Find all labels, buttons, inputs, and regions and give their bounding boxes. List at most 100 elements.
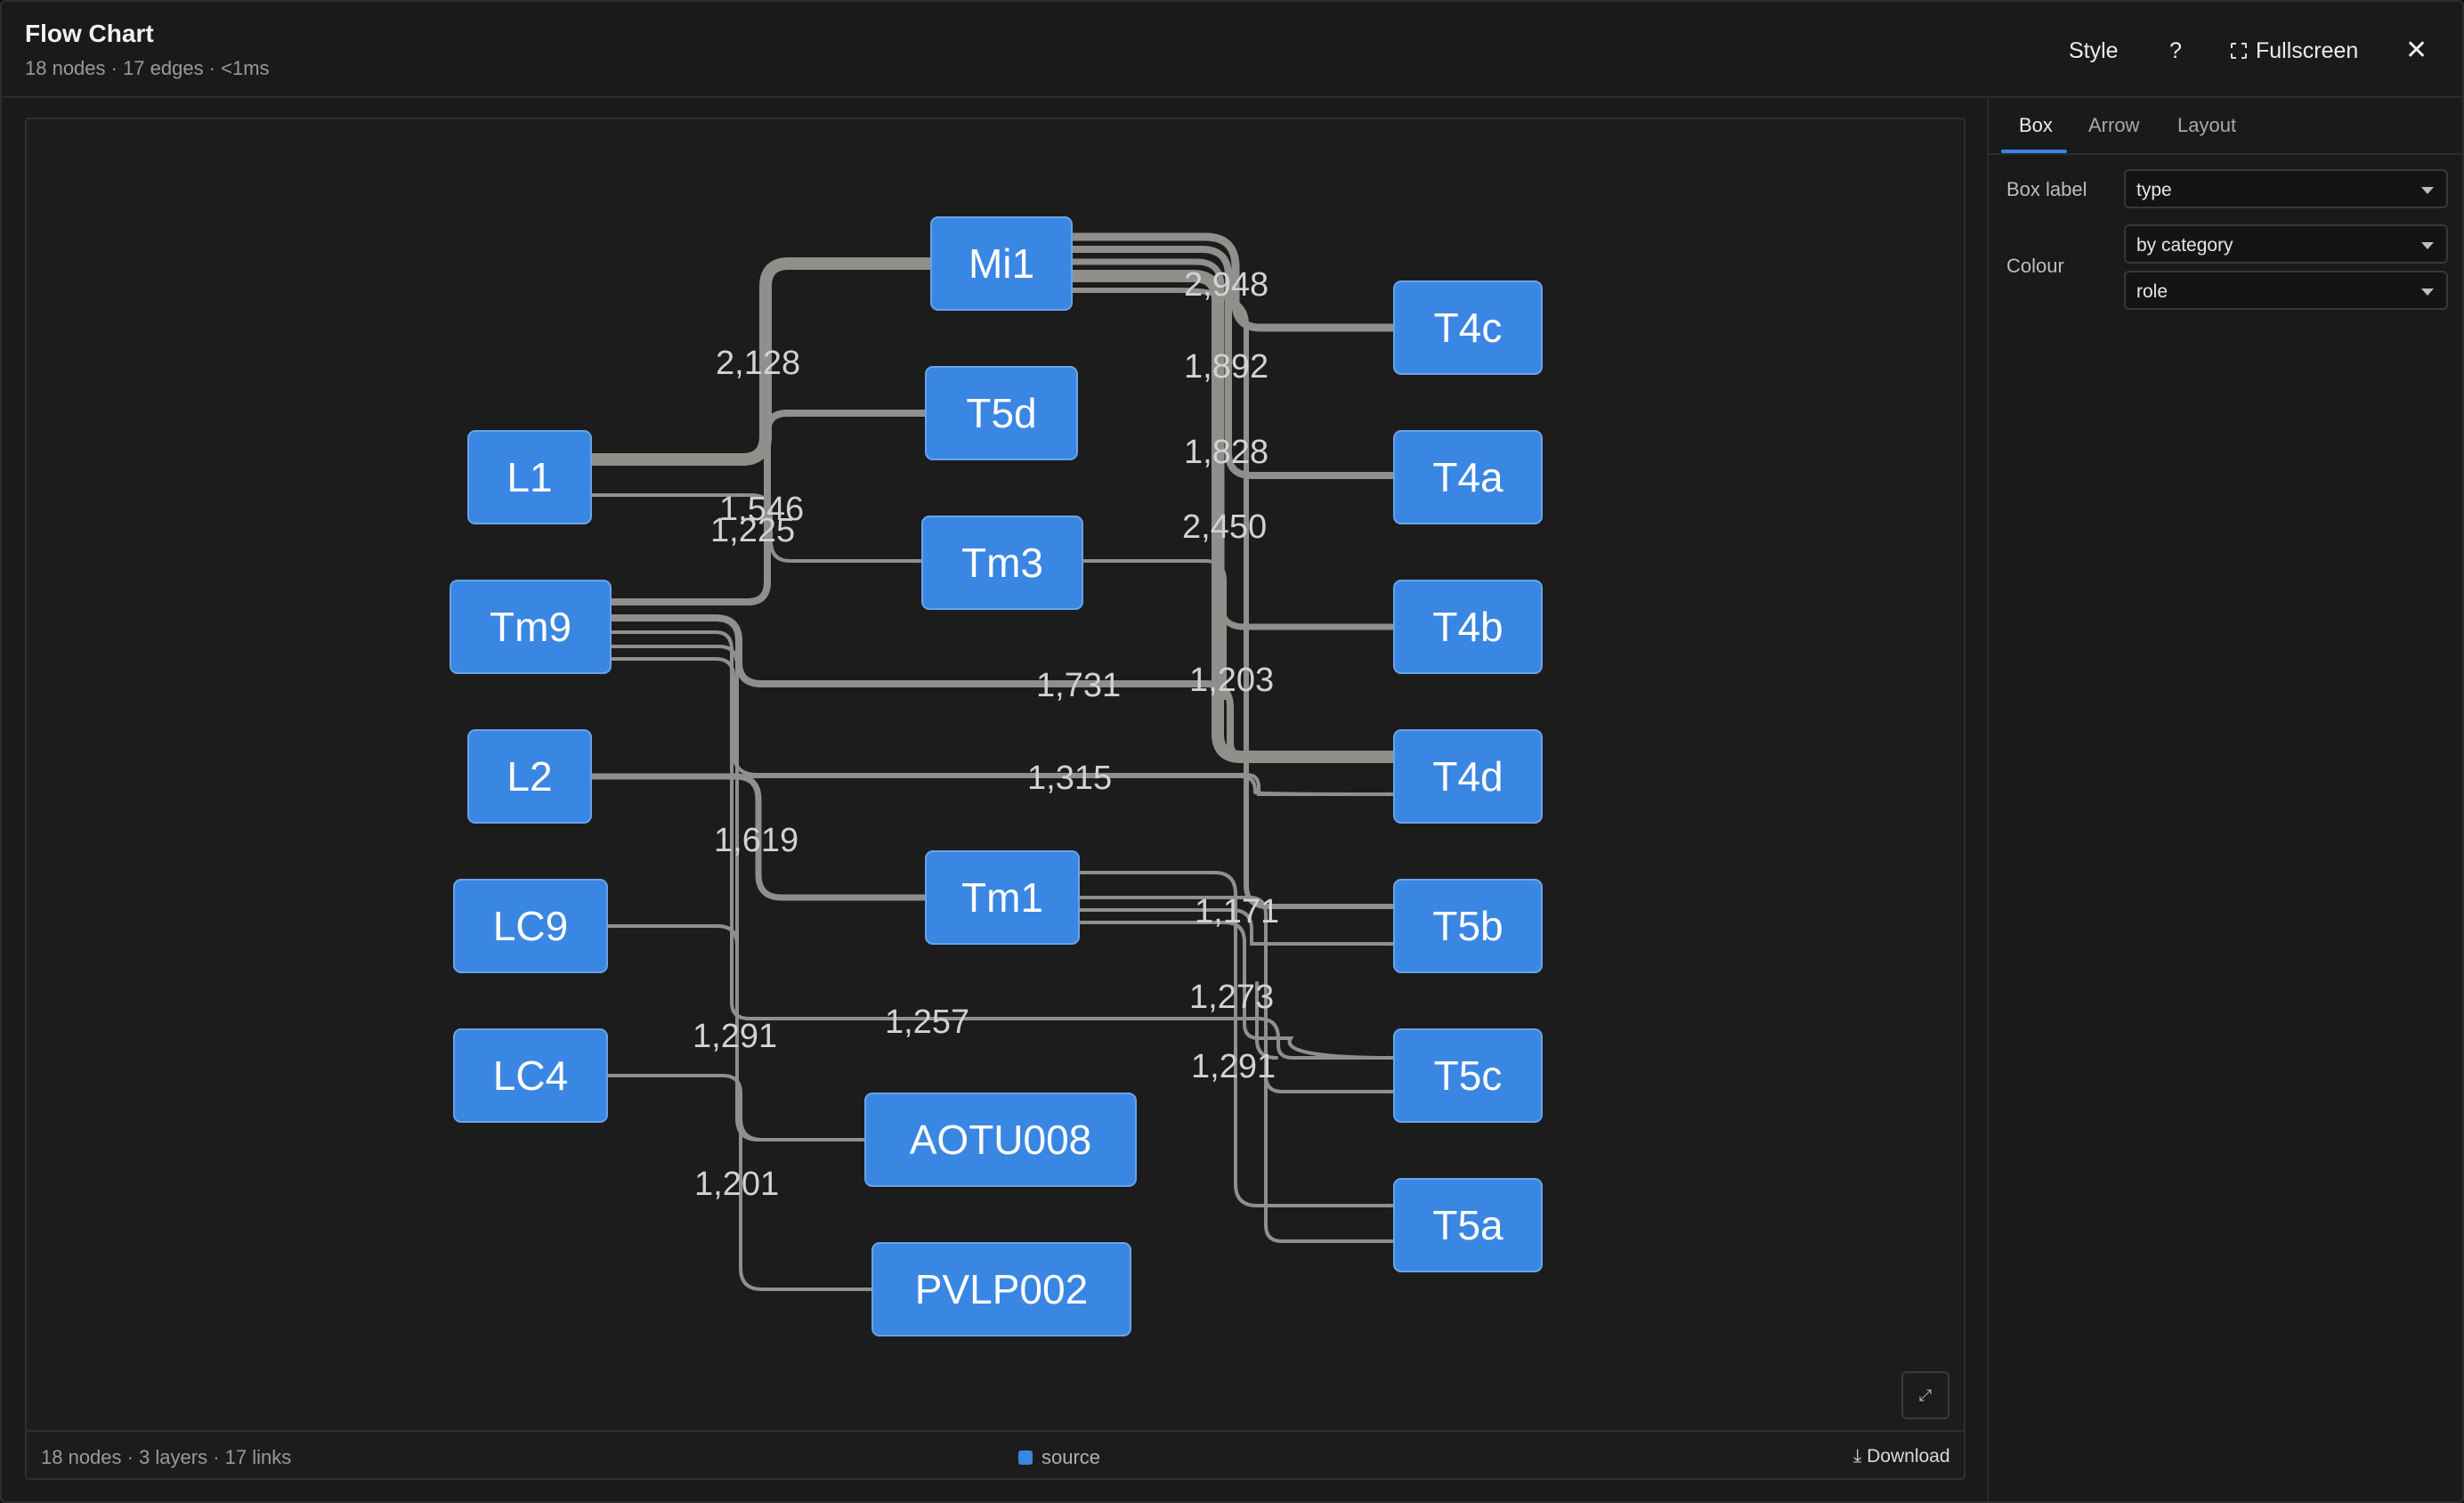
edge-label: 2,450 xyxy=(1182,508,1267,546)
node-t4d[interactable]: T4d xyxy=(1393,729,1543,824)
node-aotu008[interactable]: AOTU008 xyxy=(864,1093,1137,1187)
active-tab-indicator xyxy=(2001,150,2067,153)
edge-label: 1,291 xyxy=(693,1018,777,1055)
edge-tm1-t5c-3[interactable] xyxy=(1255,981,1278,1060)
panel-tabs: Box Arrow Layout xyxy=(1989,98,2464,155)
tab-arrow[interactable]: Arrow xyxy=(2088,114,2140,136)
style-panel: Box Arrow Layout Box label type Colour b… xyxy=(1987,98,2464,1503)
edge-tm1-t5c[interactable] xyxy=(1077,908,1394,946)
node-label: PVLP002 xyxy=(915,1266,1088,1312)
node-t4c[interactable]: T4c xyxy=(1393,280,1543,375)
node-l2[interactable]: L2 xyxy=(467,729,592,824)
edge-tm1-t5c-4[interactable] xyxy=(1264,1056,1394,1094)
edge-label: 2,128 xyxy=(716,345,800,382)
edge-tm1-t5b[interactable] xyxy=(1077,921,1394,1060)
edge-mi1-t4a[interactable] xyxy=(1068,246,1396,479)
flow-graph[interactable]: 2,128 2,948 1,892 1,828 1,546 1,225 2,45… xyxy=(27,119,1966,1480)
node-t5d[interactable]: T5d xyxy=(925,366,1078,460)
edge-label: 1,731 xyxy=(1036,667,1121,704)
graph-canvas[interactable]: 2,128 2,948 1,892 1,828 1,546 1,225 2,45… xyxy=(25,118,1966,1480)
edge-label: 1,291 xyxy=(1191,1048,1276,1085)
edge-label: 1,273 xyxy=(1189,979,1274,1016)
node-label: Tm1 xyxy=(961,874,1043,921)
colour-attribute-select[interactable]: role xyxy=(2124,271,2448,310)
edge-mi1-t4d[interactable] xyxy=(1066,270,1398,763)
edge-tm9-aotu[interactable] xyxy=(609,645,739,985)
colour-attribute-value: role xyxy=(2136,281,2168,302)
edge-tm9-t5c[interactable] xyxy=(609,630,1394,1060)
help-button[interactable]: ? xyxy=(2169,38,2182,63)
node-lc9[interactable]: LC9 xyxy=(453,879,608,973)
node-label: T4c xyxy=(1434,305,1503,351)
edge-tm1-t5a[interactable] xyxy=(1077,871,1394,1208)
node-label: T5a xyxy=(1432,1202,1504,1248)
edge-l1-mi1[interactable] xyxy=(585,257,936,466)
colour-mode-select[interactable]: by category xyxy=(2124,224,2448,264)
node-t5a[interactable]: T5a xyxy=(1393,1178,1543,1272)
node-t4a[interactable]: T4a xyxy=(1393,430,1543,524)
node-label: Tm3 xyxy=(961,540,1043,586)
node-label: AOTU008 xyxy=(910,1117,1092,1163)
node-l1[interactable]: L1 xyxy=(467,430,592,524)
node-tm3[interactable]: Tm3 xyxy=(921,516,1083,610)
node-pvlp002[interactable]: PVLP002 xyxy=(871,1242,1131,1336)
legend-swatch xyxy=(1018,1450,1033,1465)
edge-label: 1,203 xyxy=(1189,662,1274,699)
edge-label: 1,225 xyxy=(710,512,795,549)
node-label: L2 xyxy=(507,753,552,800)
chevron-down-icon xyxy=(2421,242,2434,249)
edge-tm3-t4d[interactable] xyxy=(1081,559,1227,700)
fullscreen-label: Fullscreen xyxy=(2256,38,2359,63)
node-label: L1 xyxy=(507,454,552,500)
node-label: Mi1 xyxy=(969,240,1034,287)
edge-label: 1,257 xyxy=(885,1003,969,1041)
node-t5b[interactable]: T5b xyxy=(1393,879,1543,973)
tab-layout[interactable]: Layout xyxy=(2177,114,2237,136)
node-tm1[interactable]: Tm1 xyxy=(925,850,1080,945)
node-t5c[interactable]: T5c xyxy=(1393,1028,1543,1123)
edge-label: 1,619 xyxy=(714,822,798,859)
edge-label: 1,546 xyxy=(719,491,804,528)
node-label: T4b xyxy=(1432,604,1503,650)
box-label-select[interactable]: type xyxy=(2124,169,2448,208)
canvas-footer: 18 nodes · 3 layers · 17 links source ⤓ … xyxy=(25,1430,1966,1480)
graph-stats: 18 nodes · 3 layers · 17 links xyxy=(41,1446,292,1468)
node-label: T5d xyxy=(966,390,1036,436)
node-lc4[interactable]: LC4 xyxy=(453,1028,608,1123)
edge-label: 1,201 xyxy=(694,1166,779,1203)
fit-view-button[interactable]: ⤢ xyxy=(1901,1371,1949,1419)
colour-mode-value: by category xyxy=(2136,235,2233,256)
fullscreen-button[interactable]: Fullscreen xyxy=(2231,36,2358,66)
edge-label: 1,828 xyxy=(1184,434,1268,471)
edge-label: 1,892 xyxy=(1184,348,1268,386)
edge-lc4-pvlp[interactable] xyxy=(605,1074,872,1292)
expand-icon: ⤢ xyxy=(1918,1385,1933,1404)
fullscreen-icon xyxy=(2231,43,2247,59)
box-label-value: type xyxy=(2136,180,2172,200)
download-button[interactable]: ⤓ Download xyxy=(1853,1446,1950,1467)
node-mi1[interactable]: Mi1 xyxy=(930,216,1073,311)
chevron-down-icon xyxy=(2421,187,2434,194)
node-label: T5b xyxy=(1432,903,1503,949)
node-label: T5c xyxy=(1434,1052,1503,1099)
colour-label: Colour xyxy=(2006,255,2064,277)
tab-box[interactable]: Box xyxy=(2019,114,2053,136)
node-label: T4d xyxy=(1432,753,1503,800)
header: Flow Chart 18 nodes · 17 edges · <1ms St… xyxy=(2,2,2462,98)
close-button[interactable]: ✕ xyxy=(2405,36,2428,65)
legend: source xyxy=(1018,1446,1100,1469)
node-t4b[interactable]: T4b xyxy=(1393,580,1543,674)
legend-label: source xyxy=(1042,1446,1101,1468)
node-label: Tm9 xyxy=(490,604,571,650)
style-button[interactable]: Style xyxy=(2069,38,2119,63)
edge-tm9-t5d[interactable] xyxy=(607,410,928,605)
edges xyxy=(585,232,1398,1292)
edge-lc4-aotu[interactable] xyxy=(739,1092,764,1141)
node-tm9[interactable]: Tm9 xyxy=(450,580,612,674)
edge-mi1-t5b[interactable] xyxy=(1069,288,1395,909)
edge-label: 1,315 xyxy=(1027,760,1112,797)
edge-mi1-t4c[interactable] xyxy=(1067,232,1397,332)
box-label-label: Box label xyxy=(2006,178,2087,200)
graph-summary: 18 nodes · 17 edges · <1ms xyxy=(25,57,270,79)
